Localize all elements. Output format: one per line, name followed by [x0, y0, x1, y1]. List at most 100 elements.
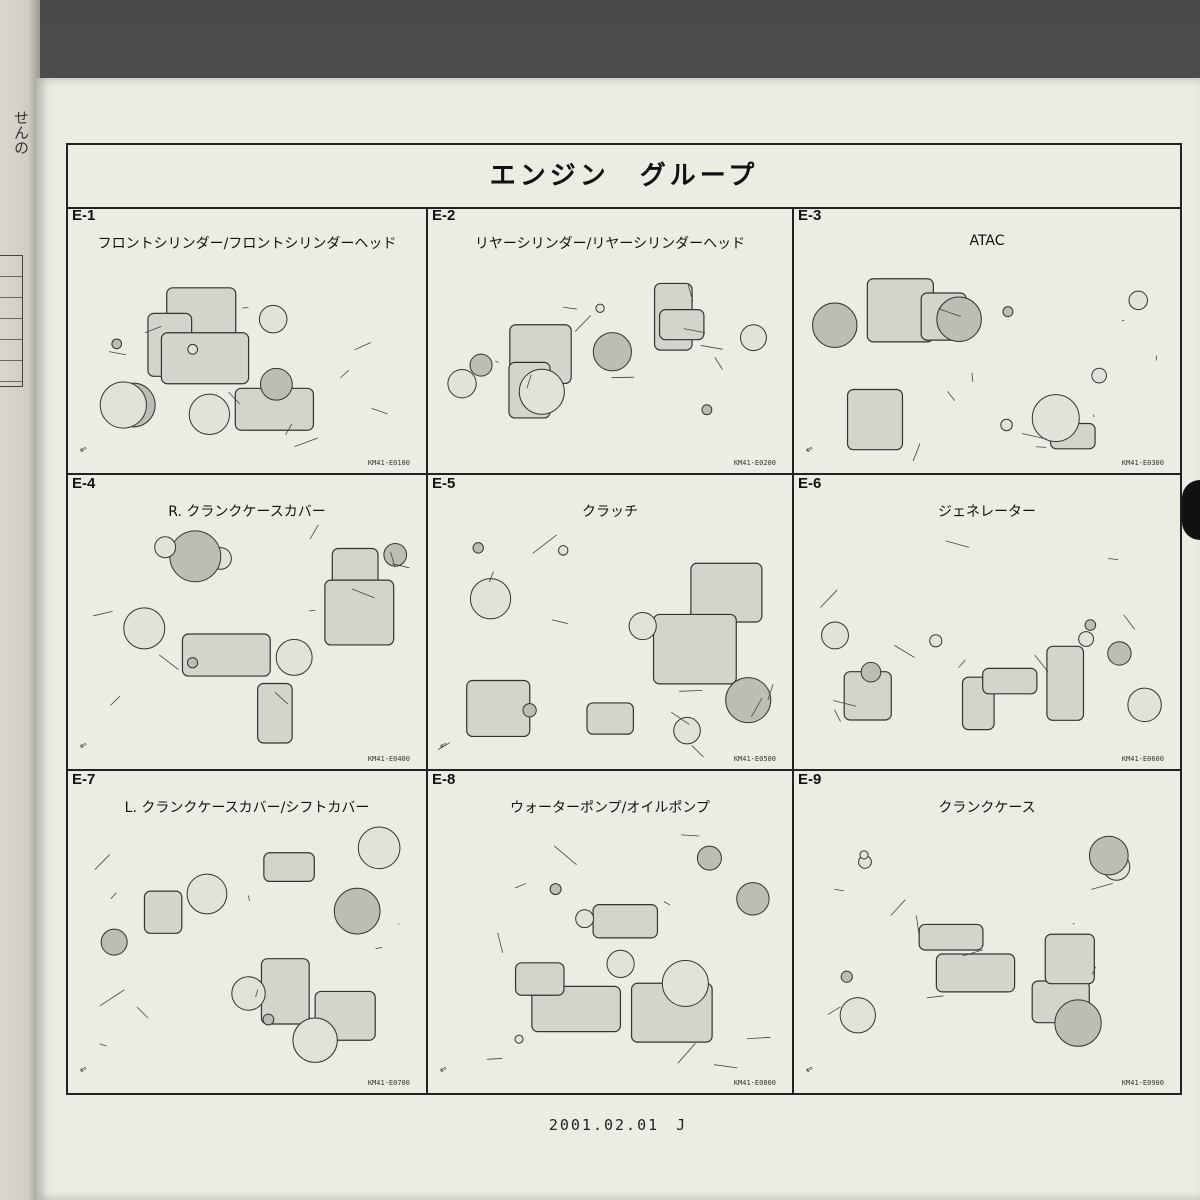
part-round: [154, 536, 177, 559]
leader-line: [713, 1064, 738, 1069]
leader-line: [136, 1006, 149, 1019]
exploded-parts-diagram: [438, 534, 774, 757]
exploded-parts-diagram: [447, 282, 767, 419]
leader-line: [691, 745, 705, 757]
part-round: [522, 703, 537, 718]
leader-line: [1035, 446, 1047, 448]
leader-line: [294, 437, 318, 448]
leader-line: [915, 915, 920, 934]
part-round: [1000, 418, 1013, 432]
leader-line: [110, 892, 117, 899]
section-title: フロントシリンダー/フロントシリンダーヘッド: [97, 236, 397, 252]
section-title: クラッチ: [582, 504, 638, 520]
section-id: E-1: [72, 207, 96, 224]
leader-line: [962, 949, 984, 957]
section-title: ATAC: [969, 233, 1005, 249]
part-round: [111, 338, 123, 350]
part-body: [263, 852, 315, 883]
illustration-code: KM41-E0900: [1121, 1079, 1164, 1087]
leader-line: [714, 357, 723, 370]
part-round: [447, 369, 477, 399]
part-body: [324, 579, 395, 646]
leader-line: [677, 1043, 696, 1064]
leader-line: [1093, 414, 1095, 418]
section-id: E-7: [72, 771, 96, 788]
part-round: [514, 1034, 524, 1044]
leader-line: [308, 609, 316, 612]
leader-line: [746, 1036, 771, 1040]
leader-line: [486, 1058, 503, 1060]
part-round: [357, 826, 401, 870]
leader-line: [99, 989, 125, 1007]
leader-line: [94, 854, 110, 870]
leader-line: [1107, 558, 1119, 561]
part-round: [1091, 367, 1107, 384]
part-body: [181, 633, 271, 677]
part-round: [1031, 394, 1080, 443]
part-round: [469, 578, 512, 620]
part-round: [575, 909, 595, 929]
section-title: R. クランクケースカバー: [168, 504, 326, 520]
part-body: [918, 923, 984, 951]
part-body: [514, 962, 565, 996]
leader-line: [553, 845, 577, 866]
part-body: [586, 702, 634, 735]
section-id: E-6: [798, 475, 822, 492]
part-round: [259, 367, 293, 401]
leader-line: [309, 525, 319, 540]
leader-line: [912, 443, 921, 461]
part-round: [518, 368, 565, 415]
section-title: L. クランクケースカバー/シフトカバー: [124, 800, 370, 816]
part-body: [658, 309, 705, 341]
leader-line: [834, 888, 845, 892]
part-round: [333, 887, 381, 935]
part-round: [696, 845, 722, 871]
part-round: [859, 850, 869, 860]
part-round: [1128, 290, 1148, 311]
part-round: [839, 997, 876, 1034]
leader-line: [228, 391, 240, 405]
leader-line: [833, 700, 857, 707]
exploded-parts-diagram: [820, 540, 1162, 731]
part-round: [188, 393, 231, 436]
part-round: [186, 657, 199, 669]
leader-line: [947, 391, 956, 401]
part-round: [383, 542, 408, 567]
leader-line: [93, 610, 113, 617]
part-round: [936, 296, 982, 342]
part-body: [690, 562, 763, 623]
leader-line: [339, 369, 350, 379]
part-body: [652, 613, 737, 685]
illustration-code: KM41-E0300: [1121, 459, 1164, 467]
leader-line: [894, 644, 915, 658]
leader-line: [248, 895, 250, 901]
leader-line: [371, 407, 388, 415]
leader-line: [1123, 614, 1135, 630]
part-round: [860, 661, 882, 683]
left-page-table: [0, 255, 23, 387]
part-round: [469, 353, 493, 377]
leader-line: [971, 372, 974, 383]
leader-line: [351, 588, 375, 599]
leader-line: [489, 571, 494, 583]
part-round: [821, 621, 849, 650]
leader-line: [663, 901, 671, 906]
part-round: [472, 542, 484, 554]
section-title: クランクケース: [938, 800, 1036, 816]
part-body: [982, 667, 1038, 695]
leader-line: [958, 659, 966, 668]
leader-line: [945, 540, 970, 548]
